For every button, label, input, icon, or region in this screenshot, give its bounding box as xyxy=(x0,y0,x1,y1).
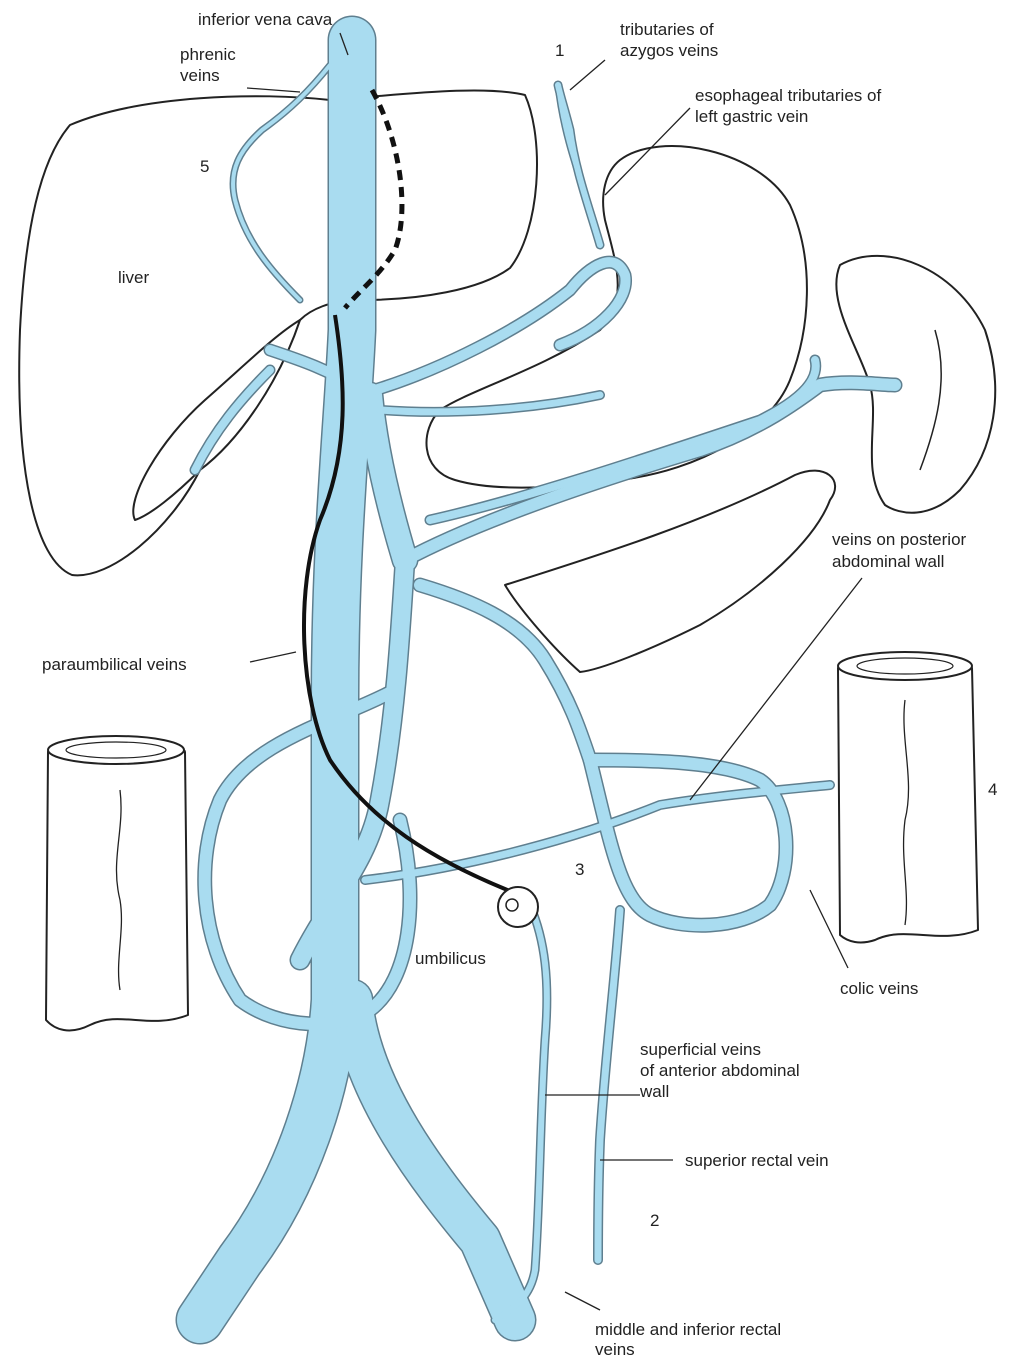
site-number-1: 1 xyxy=(555,41,564,60)
liver-outline xyxy=(19,90,537,575)
label-phrenic-line1: phrenic xyxy=(180,45,236,64)
site-number-4: 4 xyxy=(988,780,997,799)
label-posterior-line1: veins on posterior xyxy=(832,530,967,549)
label-azygos-line1: tributaries of xyxy=(620,20,714,39)
label-umbilicus: umbilicus xyxy=(415,949,486,968)
label-phrenic-line2: veins xyxy=(180,66,220,85)
label-colic: colic veins xyxy=(840,979,918,998)
label-superficial-line3: wall xyxy=(639,1082,669,1101)
portal-vein xyxy=(370,395,405,560)
descending-colon xyxy=(838,652,978,942)
umbilicus xyxy=(498,887,538,927)
site-number-5: 5 xyxy=(200,157,209,176)
label-paraumbilical: paraumbilical veins xyxy=(42,655,187,674)
label-posterior-line2: abdominal wall xyxy=(832,552,944,571)
ascending-colon xyxy=(46,736,188,1030)
label-azygos-line2: azygos veins xyxy=(620,41,718,60)
site-number-2: 2 xyxy=(650,1211,659,1230)
label-esophageal-line1: esophageal tributaries of xyxy=(695,86,881,105)
leader-rectal xyxy=(565,1292,600,1310)
site-number-3: 3 xyxy=(575,860,584,879)
leader-phrenic xyxy=(247,88,300,92)
label-rectal-line1: middle and inferior rectal xyxy=(595,1320,781,1339)
label-superficial-line2: of anterior abdominal xyxy=(640,1061,800,1080)
label-superior-rectal: superior rectal vein xyxy=(685,1151,829,1170)
label-esophageal-line2: left gastric vein xyxy=(695,107,808,126)
leader-paraumbilical xyxy=(250,652,296,662)
label-rectal-line2: veins xyxy=(595,1340,635,1359)
leader-azygos xyxy=(570,60,605,90)
left-iliac-vein xyxy=(352,1000,515,1320)
label-superficial-line1: superficial veins xyxy=(640,1040,761,1059)
label-liver: liver xyxy=(118,268,150,287)
left-colic-loop xyxy=(590,760,786,925)
label-inferior-vena-cava: inferior vena cava xyxy=(198,10,333,29)
